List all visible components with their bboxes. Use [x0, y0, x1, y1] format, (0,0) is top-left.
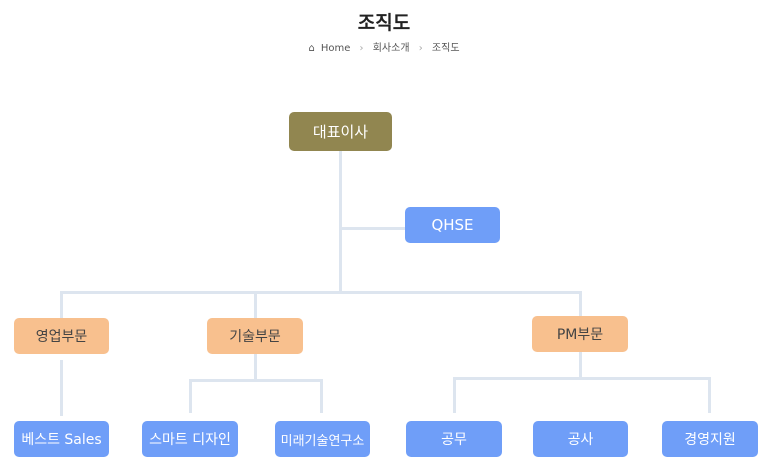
org-node-division: 영업부문: [14, 318, 109, 354]
org-node-division: PM부문: [532, 316, 628, 352]
connector-line: [320, 379, 323, 413]
breadcrumb: ⌂ Home › 회사소개 › 조직도: [0, 39, 768, 54]
connector-line: [453, 377, 456, 413]
page-title: 조직도: [357, 12, 411, 34]
org-node-team: 베스트 Sales: [14, 421, 109, 457]
connector-line: [60, 291, 582, 294]
breadcrumb-home[interactable]: Home: [320, 43, 351, 54]
connector-line: [189, 379, 192, 413]
chevron-right-icon: ›: [418, 43, 423, 54]
connector-line: [254, 354, 257, 380]
home-icon: ⌂: [308, 43, 315, 54]
connector-line: [708, 377, 711, 413]
org-node-team: 공무: [406, 421, 502, 457]
chevron-right-icon: ›: [359, 43, 364, 54]
breadcrumb-item: 조직도: [431, 43, 460, 54]
connector-line: [60, 360, 63, 416]
org-node-qhse: QHSE: [405, 207, 500, 243]
connector-line: [189, 379, 323, 382]
connector-line: [579, 291, 582, 316]
connector-line: [579, 352, 582, 378]
connector-line: [60, 291, 63, 318]
connector-line: [453, 377, 711, 380]
connector-line: [340, 227, 405, 230]
org-node-division: 기술부문: [207, 318, 303, 354]
org-node-team: 공사: [533, 421, 628, 457]
connector-line: [254, 291, 257, 318]
org-node-team: 스마트 디자인: [142, 421, 238, 457]
breadcrumb-item[interactable]: 회사소개: [372, 43, 410, 54]
org-node-team: 미래기술연구소: [275, 421, 370, 457]
org-node-team: 경영지원: [662, 421, 758, 457]
connector-line: [339, 151, 342, 293]
org-node-ceo: 대표이사: [289, 112, 392, 151]
